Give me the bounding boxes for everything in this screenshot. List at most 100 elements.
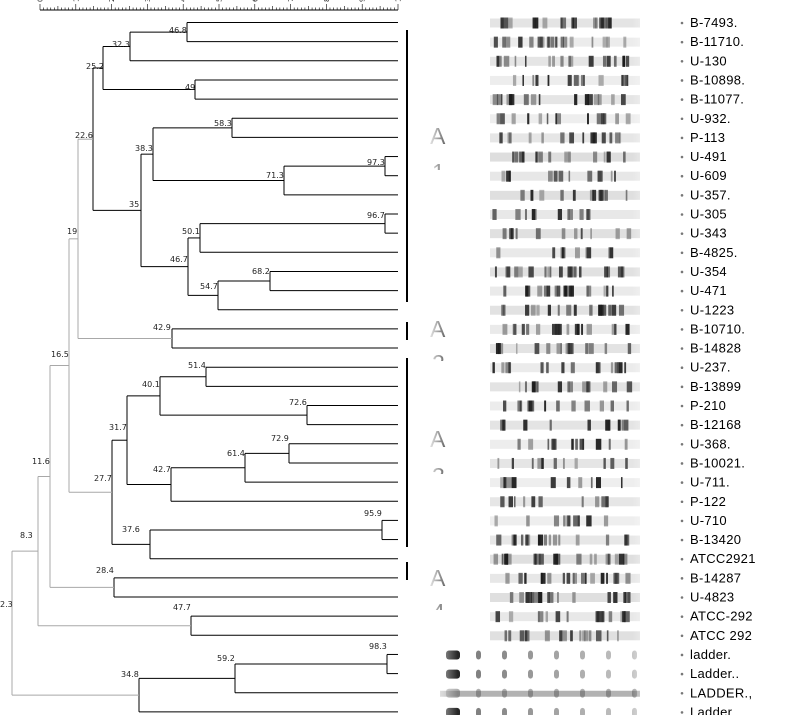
node-similarity-value: 59.2 — [217, 654, 235, 663]
lane-marker-dot — [680, 308, 684, 312]
strain-label: U-1223 — [690, 302, 734, 317]
lane-marker-dot — [680, 366, 684, 370]
node-similarity-value: 16.5 — [51, 350, 69, 359]
node-values: 46.832.34925.258.397.371.338.396.750.168… — [0, 26, 387, 679]
scale-tick-label: 10 — [72, 0, 80, 2]
strain-label: U-357. — [690, 187, 731, 202]
strain-label: B-13899 — [690, 379, 741, 394]
node-similarity-value: 19 — [67, 227, 77, 236]
scale-tick-label: 20 — [108, 0, 116, 2]
strain-label: B-11710. — [690, 34, 744, 49]
node-similarity-value: 68.2 — [252, 267, 270, 276]
strain-label: P-122 — [690, 494, 726, 509]
node-similarity-value: 25.2 — [86, 62, 104, 71]
lane-marker-dot — [680, 691, 684, 695]
strain-label: U-368. — [690, 436, 731, 451]
strain-label: U-343 — [690, 226, 727, 241]
strain-label: ATCC 292 — [690, 628, 752, 643]
lane-marker-dot — [680, 385, 684, 389]
strain-label: U-471 — [690, 283, 727, 298]
strain-label: ATCC-292 — [690, 609, 753, 624]
strain-label: U-130 — [690, 53, 727, 68]
node-similarity-value: 96.7 — [367, 211, 385, 220]
strain-labels: B-7493.B-11710.U-130B-10898.B-11077.U-93… — [680, 15, 755, 715]
lane-marker-dot — [680, 117, 684, 121]
scale-tick-label: 40 — [180, 0, 188, 2]
node-similarity-value: 98.3 — [369, 642, 387, 651]
lane-marker-dot — [680, 596, 684, 599]
lane-marker-dot — [680, 194, 684, 197]
lane-marker-dot — [680, 443, 684, 446]
lane-marker-dot — [680, 462, 684, 465]
lane-marker-dot — [680, 711, 684, 714]
scale-tick-label: 100 — [395, 0, 403, 2]
node-similarity-value: 38.3 — [135, 144, 153, 153]
node-similarity-value: 49 — [185, 83, 195, 92]
lane-marker-dot — [680, 232, 684, 235]
node-similarity-value: 11.6 — [32, 457, 50, 466]
strain-label: U-237. — [690, 360, 731, 375]
strain-label: B-10021. — [690, 455, 745, 470]
lane-marker-dot — [680, 404, 684, 408]
strain-label: U-354 — [690, 264, 727, 279]
lane-marker-dot — [680, 289, 684, 293]
lane-marker-dot — [680, 481, 684, 484]
node-similarity-value: 58.3 — [214, 119, 232, 128]
lane-marker-dot — [680, 213, 684, 216]
lane-marker-dot — [680, 653, 684, 657]
node-similarity-value: 27.7 — [94, 474, 112, 483]
lane-marker-dot — [680, 251, 684, 255]
lane-marker-dot — [680, 21, 684, 25]
strain-label: U-4823 — [690, 590, 734, 605]
node-similarity-value: 22.6 — [75, 131, 93, 140]
lane-marker-dot — [680, 136, 684, 140]
strain-label: B-14828 — [690, 341, 741, 356]
node-similarity-value: 72.6 — [289, 398, 307, 407]
strain-label: U-305 — [690, 207, 727, 222]
node-similarity-value: 61.4 — [227, 449, 245, 458]
node-similarity-value: 35 — [129, 200, 139, 209]
strain-label: ladder. — [690, 647, 731, 662]
scale-tick-label: 90 — [359, 0, 367, 2]
node-similarity-value: 40.1 — [142, 380, 160, 389]
strain-label: B-13420 — [690, 532, 741, 547]
lane-marker-dot — [680, 40, 684, 44]
scale-tick-label: 70 — [287, 0, 295, 2]
strain-label: U-710 — [690, 513, 727, 528]
lane-marker-dot — [680, 174, 684, 178]
strain-label: P-113 — [690, 130, 725, 145]
lane-marker-dot — [680, 615, 684, 618]
strain-label: B-7493. — [690, 15, 738, 30]
lane-marker-dot — [680, 270, 684, 274]
strain-label: B-14287 — [690, 570, 741, 585]
lane-marker-dot — [680, 557, 684, 561]
node-similarity-value: 42.9 — [153, 323, 171, 332]
node-similarity-value: 50.1 — [182, 227, 200, 236]
lane-marker-dot — [680, 577, 684, 580]
node-similarity-value: 32.3 — [112, 40, 130, 49]
strain-label: U-609 — [690, 168, 727, 183]
strain-label: Ladder.. — [690, 666, 739, 681]
node-similarity-value: 46.8 — [169, 26, 187, 35]
scale-tick-label: 80 — [323, 0, 331, 2]
lane-marker-dot — [680, 98, 684, 101]
strain-label: U-932. — [690, 111, 731, 126]
lane-marker-dot — [680, 60, 684, 63]
gel-edge-fade — [430, 10, 660, 715]
node-similarity-value: 34.8 — [121, 670, 139, 679]
similarity-scale: 0102030405060708090100 — [37, 0, 403, 11]
node-similarity-value: 28.4 — [96, 566, 114, 575]
node-similarity-value: 31.7 — [109, 423, 127, 432]
lane-marker-dot — [680, 672, 684, 676]
dendrogram-tree — [11, 22, 398, 713]
strain-label: B-10710. — [690, 321, 745, 336]
node-similarity-value: 51.4 — [188, 361, 206, 370]
node-similarity-value: 47.7 — [173, 603, 191, 612]
lane-marker-dot — [680, 347, 684, 350]
strain-label: B-12168 — [690, 417, 741, 432]
lane-marker-dot — [680, 423, 684, 427]
lane-marker-dot — [680, 155, 684, 159]
strain-label: LADDER., — [690, 685, 752, 700]
node-similarity-value: 2.3 — [0, 600, 13, 609]
